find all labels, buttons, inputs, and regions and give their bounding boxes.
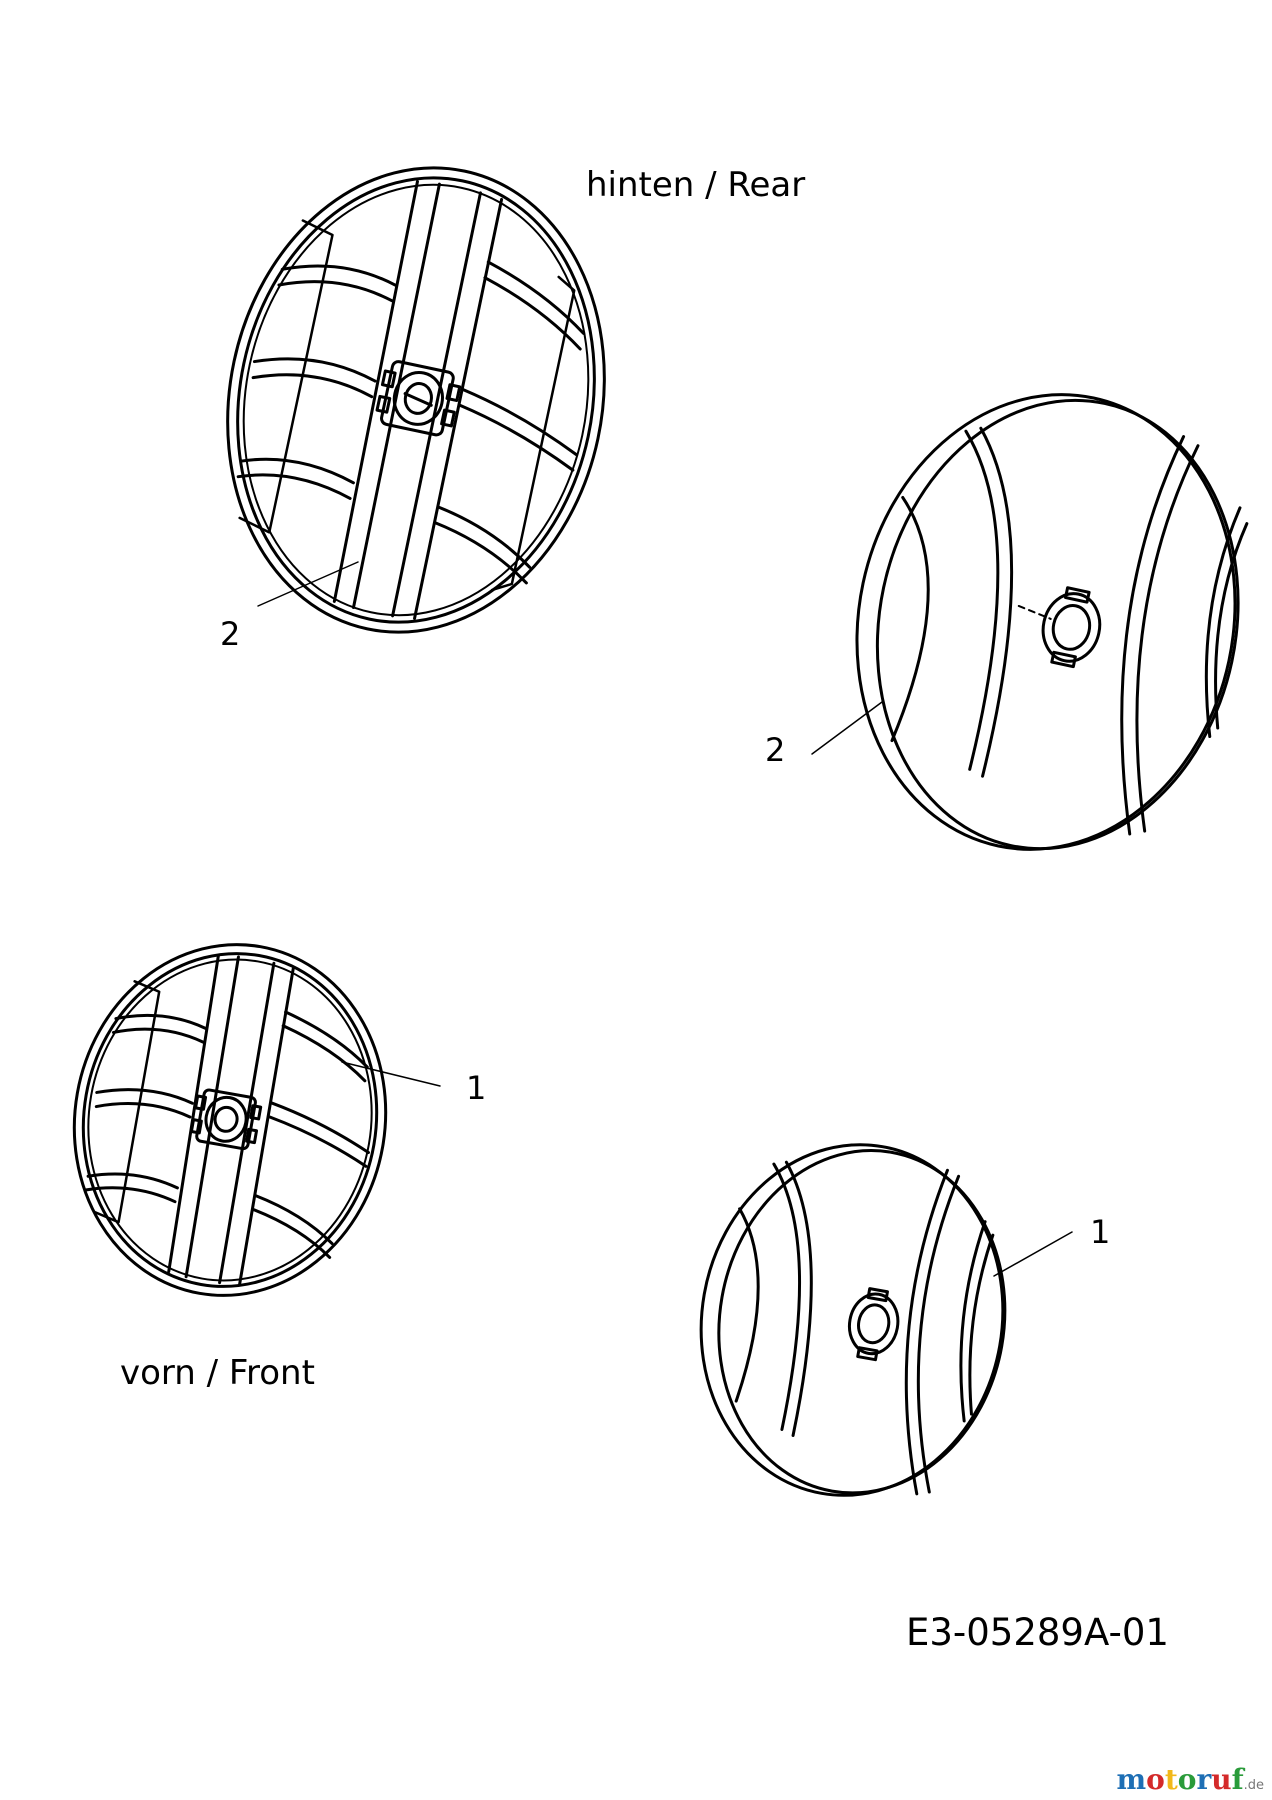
front-wheel-cover-inner (72, 943, 388, 1297)
logo-letter: o (1146, 1763, 1165, 1796)
callout-rear-outer: 2 (765, 731, 786, 769)
callout-front-inner: 1 (466, 1069, 487, 1107)
logo-letter: r (1196, 1763, 1212, 1796)
motoruf-logo: motoruf.de (1116, 1766, 1264, 1794)
rear-label: hinten / Rear (586, 165, 806, 205)
front-label: vorn / Front (120, 1353, 315, 1393)
logo-letter: t (1164, 1763, 1178, 1796)
callout-front-outer: 1 (1090, 1213, 1111, 1251)
logo-letter: o (1177, 1763, 1197, 1796)
leader-rear-inner (257, 561, 359, 607)
rear-wheel-cover-outer (855, 393, 1249, 851)
leader-lines (257, 561, 1073, 1277)
callout-rear-inner: 2 (220, 615, 241, 653)
logo-letters: motoruf (1116, 1763, 1243, 1796)
rear-wheel-cover-inner (226, 166, 606, 634)
logo-letter: m (1116, 1763, 1147, 1796)
front-wheel-cover-outer (699, 1143, 1007, 1497)
leader-rear-outer (811, 701, 883, 755)
logo-suffix: .de (1243, 1778, 1264, 1793)
leader-front-inner (341, 1061, 441, 1087)
logo-letter: u (1211, 1763, 1232, 1796)
logo-letter: f (1231, 1763, 1244, 1796)
part-number: E3-05289A-01 (906, 1611, 1169, 1654)
leader-front-outer (993, 1231, 1073, 1277)
